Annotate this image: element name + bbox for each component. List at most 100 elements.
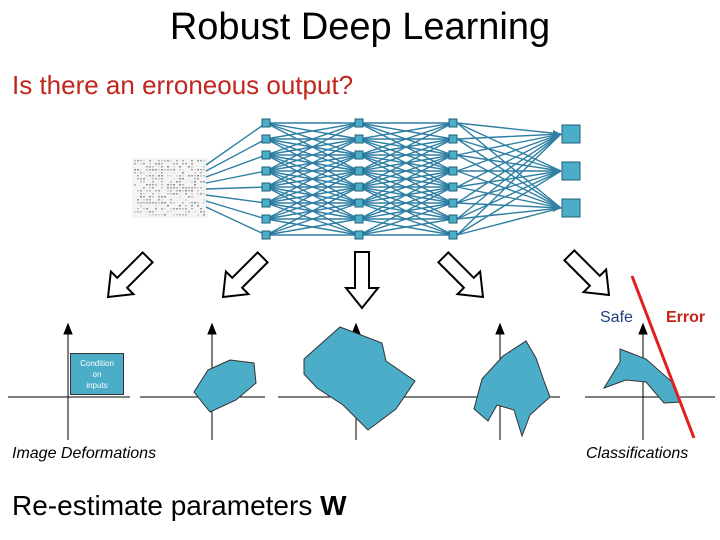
input-image-pixel [158,175,160,177]
input-image-pixel [143,187,145,189]
input-image-pixel [161,175,163,177]
input-image-pixel [149,202,151,204]
input-image-pixel [152,211,154,213]
condition-on-inputs-box: Condition on inputs [70,353,124,395]
input-image-pixel [146,199,148,201]
network-edge [358,186,454,236]
input-image-pixel [179,208,181,210]
input-image-pixel [137,211,139,213]
input-image [132,158,208,218]
input-image-pixel [161,202,163,204]
input-image-pixel [203,169,205,171]
input-image-pixel [176,190,178,192]
question-text: Is there an erroneous output? [12,70,354,100]
shape-deformation-3 [473,340,551,438]
edge-arrowhead [553,130,561,138]
network-edge [456,154,562,209]
input-image-pixel [197,193,199,195]
input-image-pixel [182,214,184,216]
input-image-pixel [155,184,157,186]
input-image-pixel [149,214,151,216]
input-image-pixel [167,160,169,162]
input-image-pixel [158,196,160,198]
network-edge [205,122,267,166]
hidden-node [448,134,458,144]
network-edge [205,186,267,190]
input-image-pixel [173,202,175,204]
input-image-pixel [143,181,145,183]
input-image-pixel [161,181,163,183]
input-image-pixel [185,208,187,210]
input-image-pixel [176,163,178,165]
network-edge [265,218,360,236]
input-image-pixel [179,214,181,216]
neural-network [205,118,581,240]
input-image-pixel [137,199,139,201]
input-image-pixel [140,163,142,165]
network-edge [358,122,454,140]
network-edge [265,154,360,188]
arrow-down [343,251,381,310]
input-image-pixel [149,196,151,198]
arrow-down-right-2 [563,249,611,297]
hidden-node [448,150,458,160]
input-image-pixel [182,187,184,189]
input-image-pixel [179,175,181,177]
input-image-pixel [182,208,184,210]
network-edge [456,138,562,209]
input-image-pixel [173,187,175,189]
input-image-pixel [179,205,181,207]
network-edge [205,200,267,220]
input-image-pixel [170,202,172,204]
network-edge [358,186,454,220]
shape-deformation-2 [303,326,416,431]
input-image-pixel [167,184,169,186]
hidden-node [448,166,458,176]
input-image-pixel [146,166,148,168]
input-image-pixel [191,205,193,207]
input-image-pixel [179,166,181,168]
slide-title: Robust Deep Learning [169,6,551,48]
input-image-pixel [164,214,166,216]
network-nodes [261,118,581,240]
input-image-pixel [179,181,181,183]
hidden-node [354,182,364,192]
arrow-down-left-2 [221,251,269,299]
input-image-pixel [155,169,157,171]
input-image-pixel [173,172,175,174]
network-edge [358,154,454,204]
input-image-pixel [158,178,160,180]
input-image-pixel [161,160,163,162]
network-edge [205,170,267,184]
input-image-pixel [140,211,142,213]
input-image-pixel [191,166,193,168]
network-edge [456,207,562,236]
input-image-pixel [143,208,145,210]
input-image-pixel [194,211,196,213]
network-edge [358,218,454,236]
input-image-pixel [134,172,136,174]
hidden-node [448,198,458,208]
input-image-pixel [146,208,148,210]
input-image-pixel [161,169,163,171]
input-image-pixel [188,196,190,198]
input-image-pixel [170,190,172,192]
network-edge [456,186,562,209]
axes-1 [8,322,130,440]
input-image-pixel [149,160,151,162]
input-image-pixel [167,193,169,195]
input-image-pixel [182,202,184,204]
input-image-pixel [185,211,187,213]
hidden-node [261,134,271,144]
input-image-pixel [194,184,196,186]
network-edge [265,122,360,140]
input-image-pixel [182,169,184,171]
network-edge [456,138,562,172]
network-edge [456,170,562,204]
hidden-node [354,118,364,128]
input-image-pixel [149,163,151,165]
input-image-pixel [167,166,169,168]
network-edge [265,138,360,172]
input-image-pixel [173,193,175,195]
input-image-pixel [194,175,196,177]
